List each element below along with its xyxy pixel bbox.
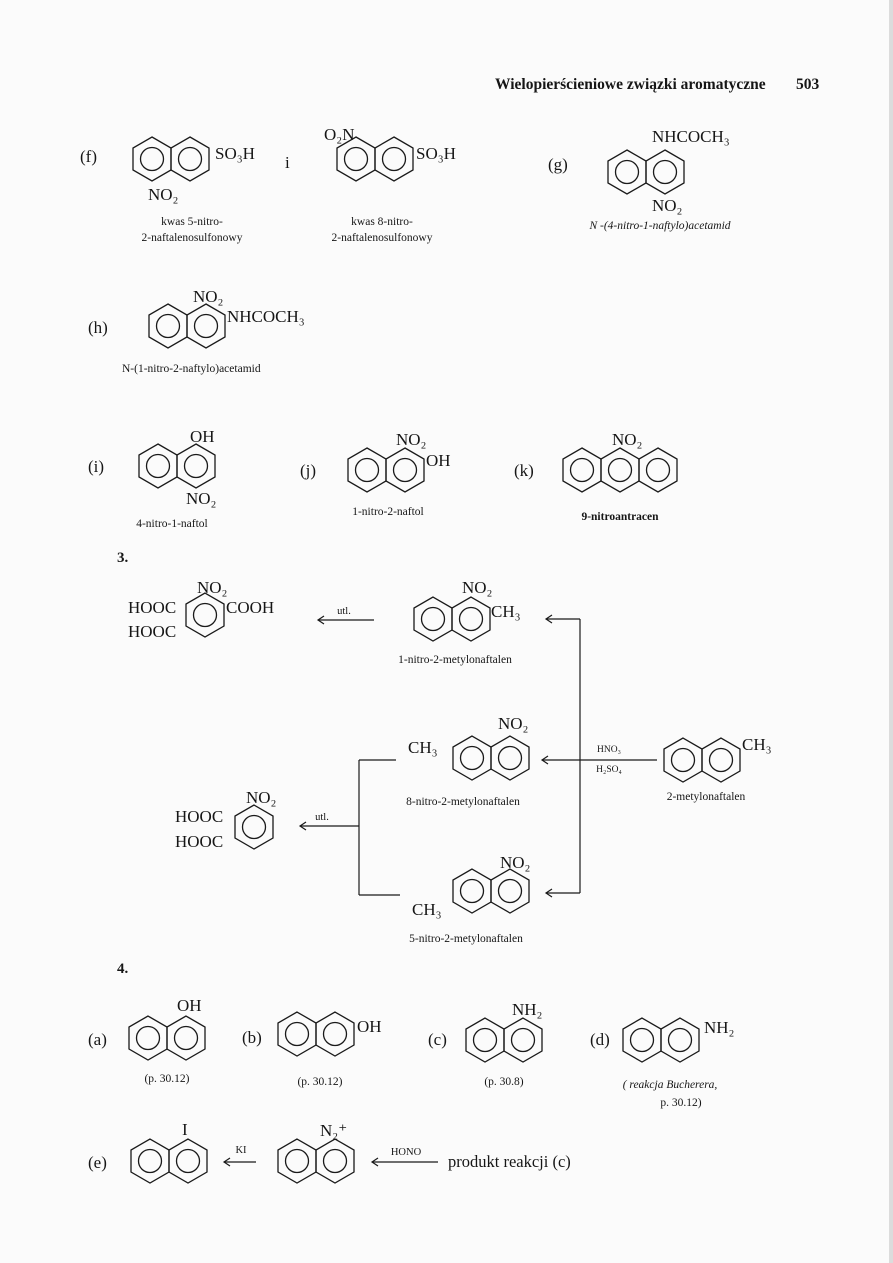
f2-so3h-group: SO₃H [416,144,456,163]
caption-h: N-(1-nitro-2-naftylo)acetamid [122,363,261,375]
s3-m8-no2: NO₂ [498,714,528,733]
caption-s3-m1: 1-nitro-2-metylonaftalen [398,654,512,666]
s3-m5-ch3: CH₃ [412,900,442,919]
section-3-number: 3. [117,550,129,566]
s3-bottom-hooc-1: HOOC [175,807,223,826]
structure-s3-bottom-benzene [234,804,274,850]
structure-s3-m5-naphthalene [452,868,530,914]
caption-d-line1: ( reakcja Bucherera, [623,1079,718,1091]
j-no2-group: NO₂ [396,430,426,449]
caption-b: (p. 30.12) [297,1076,342,1088]
s3-top-hooc-2: HOOC [128,622,176,641]
caption-f1-line1: kwas 5-nitro- [161,216,223,228]
caption-s3-m8: 8-nitro-2-metylonaftalen [406,796,520,808]
g-no2-group: NO₂ [652,196,682,215]
label-d: (d) [590,1030,610,1049]
f2-o2n-group: O₂N [324,125,354,144]
e-product-text: produkt reakcji (c) [448,1152,571,1171]
c-nh2-group: NH₂ [512,1000,542,1019]
e-iodo-group: I [182,1120,188,1139]
running-header-title: Wielopierścieniowe związki aromatyczne [495,76,766,93]
label-e: (e) [88,1153,107,1172]
label-g: (g) [548,155,568,174]
structure-g-naphthalene [607,149,685,195]
s3-m8-ch3: CH₃ [408,738,438,757]
s3-oxidation-arrowhead-top [316,615,325,625]
structure-j-naphthalene [347,447,425,493]
structure-k-anthracene [562,447,678,493]
structure-s3-top-benzene [185,592,225,638]
d-nh2-group: NH₂ [704,1018,734,1037]
structure-i-naphthalene [138,443,216,489]
structure-s3-start-naphthalene [663,737,741,783]
structure-s3-m1-naphthalene [413,596,491,642]
structure-h-naphthalene [148,303,226,349]
a-oh-group: OH [177,996,202,1015]
caption-j: 1-nitro-2-naftol [352,506,424,518]
j-oh-group: OH [426,451,451,470]
structure-a-naphthalene [128,1015,206,1061]
s3-top-hooc-1: HOOC [128,598,176,617]
s3-top-cooh: COOH [226,598,274,617]
structure-e-diazonium-naphthalene [277,1138,355,1184]
caption-s3-m5: 5-nitro-2-metylonaftalen [409,933,523,945]
caption-f2-line2: 2-naftalenosulfonowy [332,232,433,244]
structure-f1-naphthalene [132,136,210,182]
caption-a: (p. 30.12) [144,1073,189,1085]
caption-s3-start: 2-metylonaftalen [667,791,746,803]
caption-k: 9-nitroantracen [581,511,659,523]
caption-f1-line2: 2-naftalenosulfonowy [142,232,243,244]
caption-d-line2: p. 30.12) [660,1097,701,1109]
s3-bottom-acid-no2: NO₂ [246,788,276,807]
structure-c-naphthalene [465,1017,543,1063]
f1-no2-group: NO₂ [148,185,178,204]
b-oh-group: OH [357,1017,382,1036]
label-h: (h) [88,318,108,337]
f1-so3h-group: SO₃H [215,144,255,163]
caption-g: N -(4-nitro-1-naftylo)acetamid [588,220,730,232]
s3-reagent-hno3: HNO₃ [597,745,621,755]
structure-s3-m8-naphthalene [452,735,530,781]
section-4-number: 4. [117,961,129,977]
structure-d-naphthalene [622,1017,700,1063]
label-c: (c) [428,1030,447,1049]
s3-oxidation-reagent-bottom: utl. [315,812,329,823]
h-no2-group: NO₂ [193,287,223,306]
label-b: (b) [242,1028,262,1047]
structure-f2-naphthalene [336,136,414,182]
label-i: (i) [88,457,104,476]
conjunction-i: i [285,153,290,172]
i-oh-group: OH [190,427,215,446]
label-f: (f) [80,147,97,166]
i-no2-group: NO₂ [186,489,216,508]
caption-c: (p. 30.8) [484,1076,523,1088]
label-a: (a) [88,1030,107,1049]
k-no2-group: NO₂ [612,430,642,449]
e-reagent-ki: KI [235,1145,247,1156]
structure-e-iodonaphthalene [130,1138,208,1184]
s3-m1-ch3: CH₃ [491,602,521,621]
label-k: (k) [514,461,534,480]
s3-start-ch3: CH₃ [742,735,772,754]
page-number: 503 [796,76,820,93]
caption-f2-line1: kwas 8-nitro- [351,216,413,228]
s3-top-acid-no2: NO₂ [197,578,227,597]
s3-m5-no2: NO₂ [500,853,530,872]
s3-m1-no2: NO₂ [462,578,492,597]
e-diazonium-group: N₂⁺ [320,1121,347,1140]
structure-b-naphthalene [277,1011,355,1057]
e-reagent-hono: HONO [391,1147,422,1158]
s3-oxidation-reagent-top: utl. [337,606,351,617]
s3-reagent-h2so4: H₂SO₄ [596,765,622,775]
s3-bottom-hooc-2: HOOC [175,832,223,851]
page-edge-shadow [889,0,893,1263]
g-nhcoch3-group: NHCOCH₃ [652,127,730,146]
h-nhcoch3-group: NHCOCH₃ [227,307,305,326]
label-j: (j) [300,461,316,480]
caption-i: 4-nitro-1-naftol [136,518,208,530]
